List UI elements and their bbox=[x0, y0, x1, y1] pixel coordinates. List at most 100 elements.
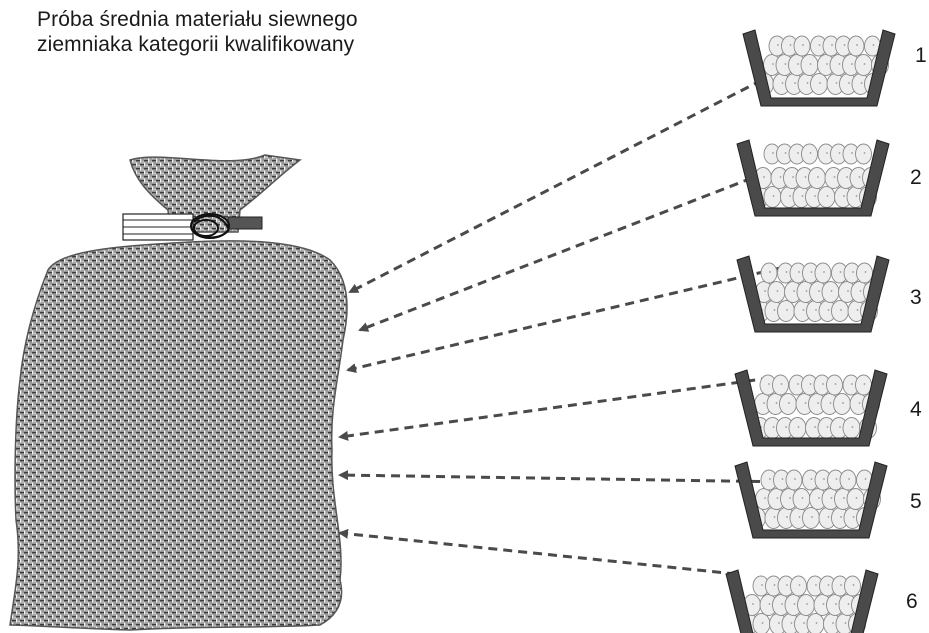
potato-eye bbox=[777, 290, 779, 292]
potato-eye bbox=[780, 176, 782, 178]
potato-eye bbox=[794, 603, 796, 605]
potato-eye bbox=[819, 44, 821, 46]
potato-icon bbox=[840, 470, 856, 490]
arrow-3 bbox=[348, 268, 780, 370]
potato-icon bbox=[843, 418, 860, 439]
potato-eye bbox=[776, 402, 778, 404]
potato-eye bbox=[845, 622, 847, 624]
potato-eye bbox=[828, 584, 830, 586]
potato-eye bbox=[856, 195, 858, 197]
potato-eye bbox=[785, 426, 787, 428]
potato-icon bbox=[794, 36, 810, 56]
potato-eye bbox=[859, 176, 861, 178]
potato-eye bbox=[831, 497, 833, 499]
potato-eye bbox=[835, 383, 837, 385]
potato-icon bbox=[857, 263, 873, 283]
potato-icon bbox=[753, 614, 770, 633]
potato-eye bbox=[859, 402, 861, 404]
potato-eye bbox=[810, 63, 812, 65]
potato-eye bbox=[762, 622, 764, 624]
potato-icon bbox=[764, 187, 781, 208]
crate-icon bbox=[735, 370, 887, 446]
potato-eye bbox=[797, 383, 799, 385]
potato-icon bbox=[809, 168, 826, 189]
potato-icon bbox=[811, 74, 828, 95]
potato-eye bbox=[781, 383, 783, 385]
potato-eye bbox=[828, 516, 830, 518]
potato-eye bbox=[852, 426, 854, 428]
crate-number-2: 2 bbox=[910, 166, 922, 190]
potato-eye bbox=[799, 516, 801, 518]
potato-eye bbox=[823, 271, 825, 273]
potato-eye bbox=[810, 152, 812, 154]
potato-eye bbox=[806, 290, 808, 292]
potato-icon bbox=[856, 144, 872, 164]
potato-eye bbox=[873, 44, 875, 46]
potato-icon bbox=[818, 187, 835, 208]
potato-icon bbox=[855, 55, 872, 76]
potato-eye bbox=[832, 622, 834, 624]
potato-eye bbox=[860, 290, 862, 292]
arrow-5 bbox=[340, 475, 790, 482]
potato-eye bbox=[763, 402, 765, 404]
potato-eye bbox=[789, 497, 791, 499]
crate-icon bbox=[735, 462, 887, 538]
potato-eye bbox=[853, 516, 855, 518]
potato-eye bbox=[830, 402, 832, 404]
potato-eye bbox=[831, 44, 833, 46]
potato-eye bbox=[864, 63, 866, 65]
potato-eye bbox=[827, 195, 829, 197]
potato-icon bbox=[848, 36, 864, 56]
potato-icon bbox=[845, 576, 861, 596]
potato-eye bbox=[777, 497, 779, 499]
potato-eye bbox=[856, 44, 858, 46]
potato-eye bbox=[823, 603, 825, 605]
potato-eye bbox=[851, 63, 853, 65]
potato-eye bbox=[769, 271, 771, 273]
potato-eye bbox=[773, 195, 775, 197]
potato-eye bbox=[823, 478, 825, 480]
potato-eye bbox=[774, 309, 776, 311]
crate-number-4: 4 bbox=[910, 398, 922, 422]
potato-eye bbox=[839, 63, 841, 65]
potato-eye bbox=[768, 383, 770, 385]
potato-eye bbox=[836, 478, 838, 480]
crates-layer bbox=[726, 30, 895, 633]
potato-eye bbox=[786, 309, 788, 311]
potato-eye bbox=[851, 152, 853, 154]
crate-number-5: 5 bbox=[910, 490, 922, 514]
potato-icon bbox=[815, 263, 831, 283]
potato-eye bbox=[840, 271, 842, 273]
potato-eye bbox=[805, 402, 807, 404]
potato-eye bbox=[851, 383, 853, 385]
potato-eye bbox=[811, 516, 813, 518]
potato-eye bbox=[772, 152, 774, 154]
potato-eye bbox=[764, 497, 766, 499]
potato-icon bbox=[847, 489, 864, 510]
potato-eye bbox=[786, 271, 788, 273]
potato-eye bbox=[807, 82, 809, 84]
potato-icon bbox=[798, 595, 815, 616]
potato-eye bbox=[802, 195, 804, 197]
crate-number-6: 6 bbox=[906, 590, 918, 614]
potato-eye bbox=[848, 603, 850, 605]
potato-eye bbox=[799, 584, 801, 586]
potato-icon bbox=[773, 375, 789, 395]
sack-icon bbox=[10, 155, 347, 630]
potato-eye bbox=[803, 622, 805, 624]
potato-eye bbox=[773, 426, 775, 428]
potato-icon bbox=[801, 55, 818, 76]
potato-eye bbox=[781, 603, 783, 605]
potato-eye bbox=[806, 603, 808, 605]
potato-eye bbox=[811, 478, 813, 480]
potato-eye bbox=[828, 309, 830, 311]
potato-eye bbox=[856, 497, 858, 499]
potato-eye bbox=[864, 152, 866, 154]
crate-icon bbox=[737, 140, 889, 216]
potato-icon bbox=[768, 282, 785, 303]
crate-icon bbox=[726, 570, 878, 633]
arrow-6 bbox=[340, 533, 736, 574]
potato-icon bbox=[780, 394, 797, 415]
potato-eye bbox=[827, 426, 829, 428]
